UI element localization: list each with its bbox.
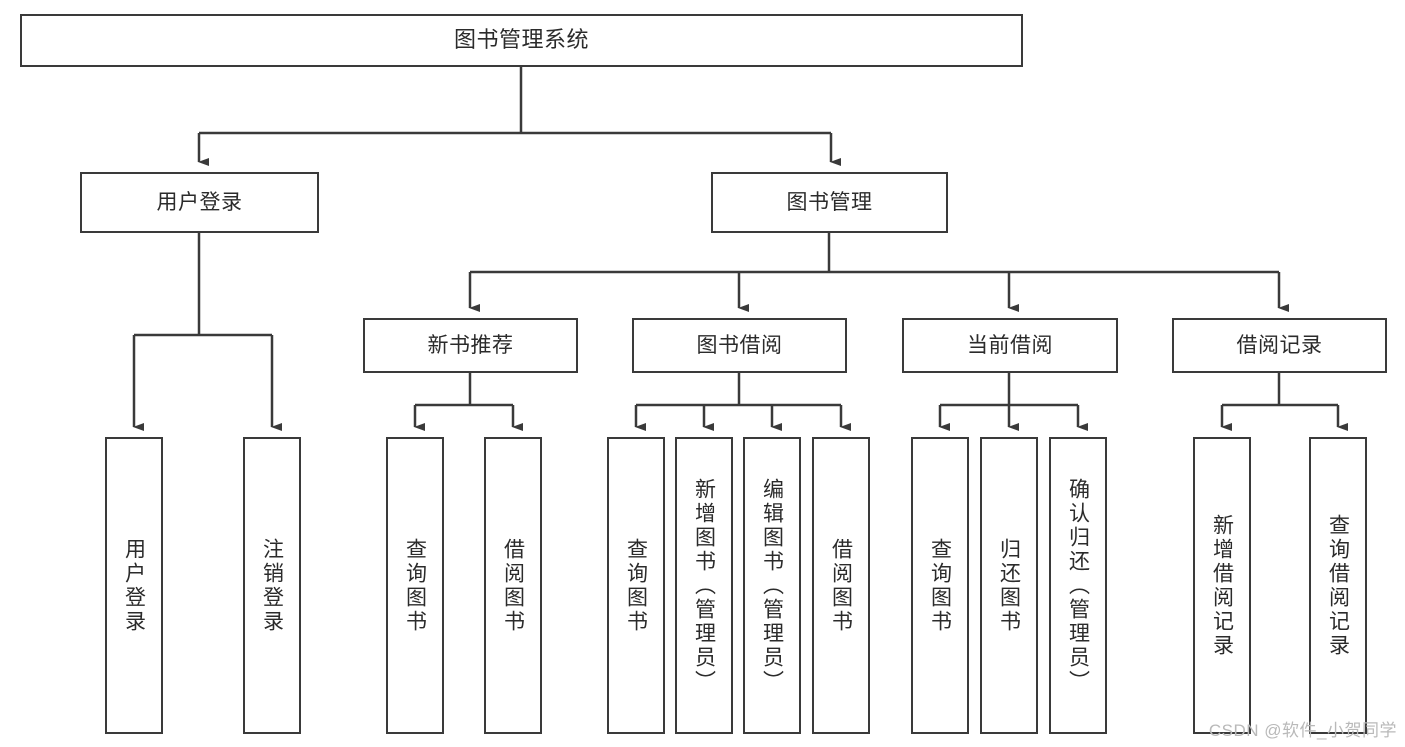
node-book-management-label: 图书管理 bbox=[786, 190, 873, 214]
node-current-borrow[interactable]: 当前借阅 bbox=[902, 318, 1118, 373]
node-user-login-label: 用户登录 bbox=[156, 190, 243, 214]
node-leaf-edit-book-admin-label: 编辑图书（管理员） bbox=[760, 477, 784, 694]
node-borrow-record-label: 借阅记录 bbox=[1236, 333, 1323, 357]
node-leaf-edit-book-admin[interactable]: 编辑图书（管理员） bbox=[743, 437, 801, 734]
node-book-borrow[interactable]: 图书借阅 bbox=[632, 318, 847, 373]
node-current-borrow-label: 当前借阅 bbox=[967, 333, 1053, 357]
node-book-borrow-label: 图书借阅 bbox=[696, 333, 783, 357]
node-book-management[interactable]: 图书管理 bbox=[711, 172, 948, 233]
node-new-book-recommend-label: 新书推荐 bbox=[427, 333, 514, 357]
node-leaf-logout-login-label: 注销登录 bbox=[260, 537, 284, 634]
node-root-label: 图书管理系统 bbox=[453, 27, 589, 53]
node-leaf-logout-login[interactable]: 注销登录 bbox=[243, 437, 301, 734]
node-leaf-borrow-book-2-label: 借阅图书 bbox=[829, 537, 853, 634]
node-leaf-confirm-return-admin-label: 确认归还（管理员） bbox=[1066, 477, 1090, 694]
node-leaf-return-book[interactable]: 归还图书 bbox=[980, 437, 1038, 734]
node-leaf-add-book-admin-label: 新增图书（管理员） bbox=[692, 477, 716, 694]
node-leaf-query-book-1-label: 查询图书 bbox=[403, 537, 427, 634]
node-leaf-query-book-2-label: 查询图书 bbox=[624, 537, 648, 634]
node-leaf-query-book-3[interactable]: 查询图书 bbox=[911, 437, 969, 734]
node-leaf-add-borrow-record-label: 新增借阅记录 bbox=[1210, 513, 1234, 658]
node-leaf-confirm-return-admin[interactable]: 确认归还（管理员） bbox=[1049, 437, 1107, 734]
node-leaf-query-book-1[interactable]: 查询图书 bbox=[386, 437, 444, 734]
node-user-login[interactable]: 用户登录 bbox=[80, 172, 319, 233]
node-leaf-user-login-label: 用户登录 bbox=[122, 537, 146, 634]
node-leaf-add-borrow-record[interactable]: 新增借阅记录 bbox=[1193, 437, 1251, 734]
node-leaf-return-book-label: 归还图书 bbox=[997, 537, 1021, 634]
node-leaf-query-book-3-label: 查询图书 bbox=[928, 537, 952, 634]
node-borrow-record[interactable]: 借阅记录 bbox=[1172, 318, 1387, 373]
node-new-book-recommend[interactable]: 新书推荐 bbox=[363, 318, 578, 373]
node-leaf-add-book-admin[interactable]: 新增图书（管理员） bbox=[675, 437, 733, 734]
node-leaf-query-borrow-record-label: 查询借阅记录 bbox=[1326, 513, 1350, 658]
node-leaf-query-borrow-record[interactable]: 查询借阅记录 bbox=[1309, 437, 1367, 734]
node-leaf-borrow-book-1[interactable]: 借阅图书 bbox=[484, 437, 542, 734]
node-root[interactable]: 图书管理系统 bbox=[20, 14, 1023, 67]
node-leaf-query-book-2[interactable]: 查询图书 bbox=[607, 437, 665, 734]
node-leaf-user-login[interactable]: 用户登录 bbox=[105, 437, 163, 734]
node-leaf-borrow-book-2[interactable]: 借阅图书 bbox=[812, 437, 870, 734]
node-leaf-borrow-book-1-label: 借阅图书 bbox=[501, 537, 525, 634]
